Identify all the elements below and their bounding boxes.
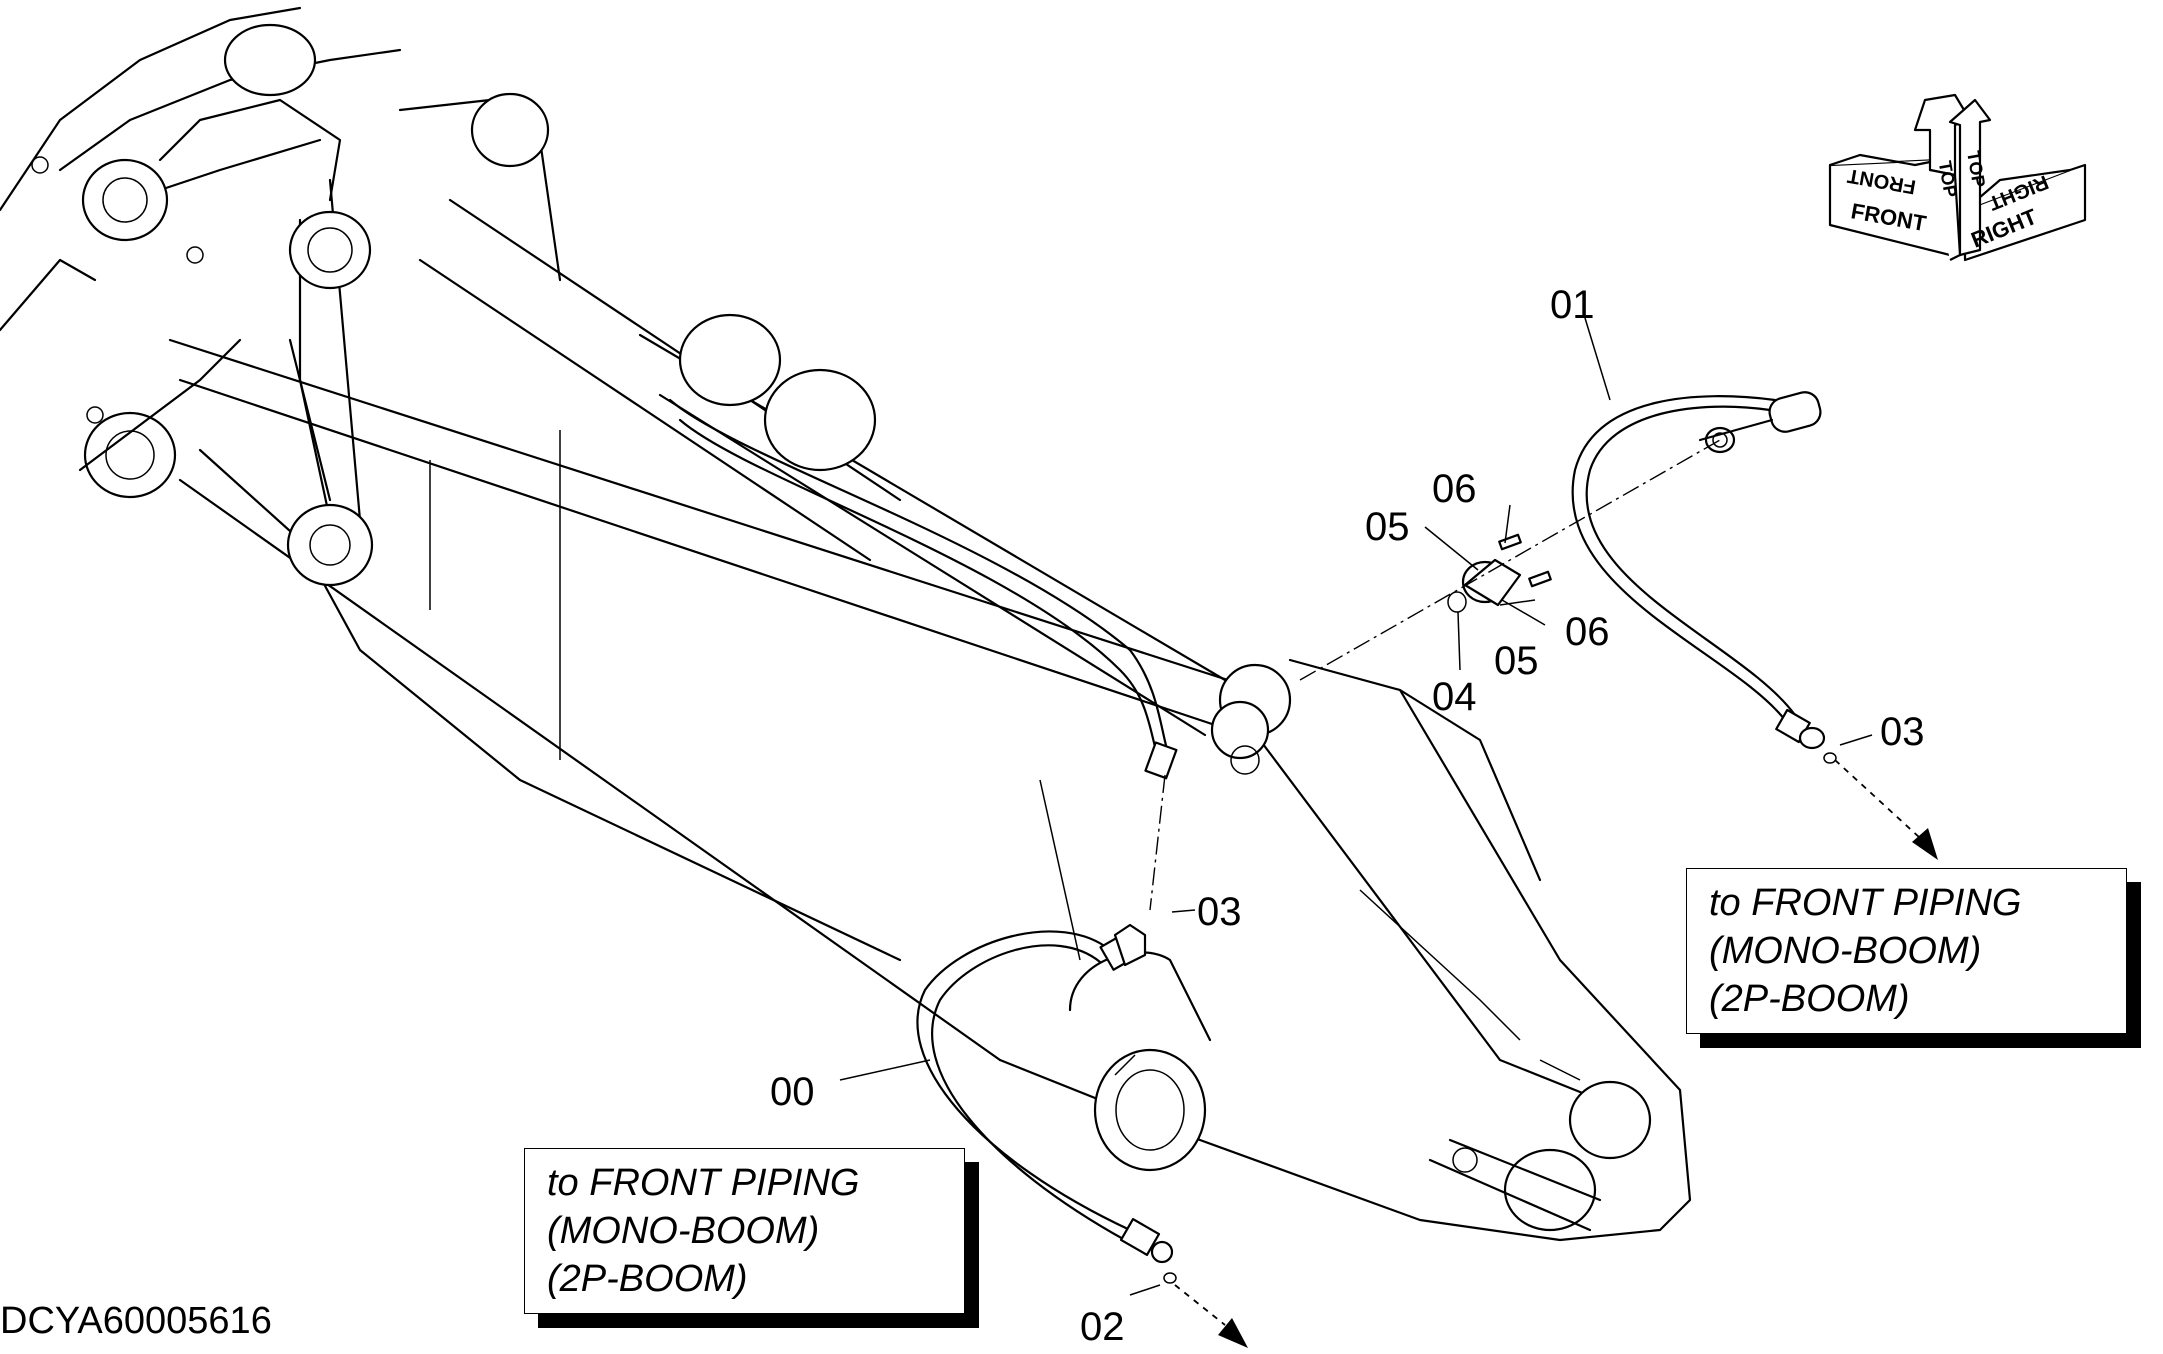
callout-front-piping-left: to FRONT PIPING (MONO-BOOM) (2P-BOOM) — [524, 1148, 965, 1314]
callout-right-line3: (2P-BOOM) — [1709, 978, 1910, 1020]
cylinder-pipe — [668, 398, 1178, 780]
hose-00[interactable] — [916, 923, 1177, 1284]
assembly-centerlines — [1149, 439, 1921, 1326]
boom-cylinder — [418, 198, 1292, 775]
arrow-right-icon — [1912, 828, 1938, 860]
callout-front-piping-right: to FRONT PIPING (MONO-BOOM) (2P-BOOM) — [1686, 868, 2127, 1034]
callout-right-line1: to FRONT PIPING — [1709, 882, 2022, 924]
label-06-lower: 06 — [1565, 610, 1610, 654]
label-00: 00 — [770, 1070, 815, 1114]
hose-01[interactable] — [1571, 389, 1837, 764]
callout-left-line2: (MONO-BOOM) — [547, 1210, 820, 1252]
label-02: 02 — [1080, 1305, 1125, 1349]
orientation-symbol: FRONT FRONT TOP TOP RIGHT RIGHT — [1828, 93, 2087, 262]
drawing-id: DCYA60005616 — [0, 1300, 272, 1342]
label-04: 04 — [1432, 675, 1477, 719]
flow-arrows — [1218, 828, 1938, 1348]
callout-left-line3: (2P-BOOM) — [547, 1258, 748, 1300]
leader-lines — [839, 317, 1873, 1296]
callout-right-line2: (MONO-BOOM) — [1709, 930, 1982, 972]
arrow-left-icon — [1218, 1318, 1248, 1348]
label-03-lower: 03 — [1197, 890, 1242, 934]
label-06-upper: 06 — [1432, 467, 1477, 511]
part-labels: 01 06 05 06 05 04 03 03 00 02 — [770, 283, 1925, 1349]
boom-foot-boss — [1068, 951, 1652, 1232]
flange-fitting[interactable] — [1447, 533, 1552, 613]
label-05-lower: 05 — [1494, 639, 1539, 683]
callout-left-line1: to FRONT PIPING — [547, 1162, 860, 1204]
link-assembly — [31, 23, 562, 587]
boom-body — [0, 6, 1692, 1242]
label-03-upper: 03 — [1880, 710, 1925, 754]
label-05-upper: 05 — [1365, 505, 1410, 549]
label-01: 01 — [1550, 283, 1595, 327]
